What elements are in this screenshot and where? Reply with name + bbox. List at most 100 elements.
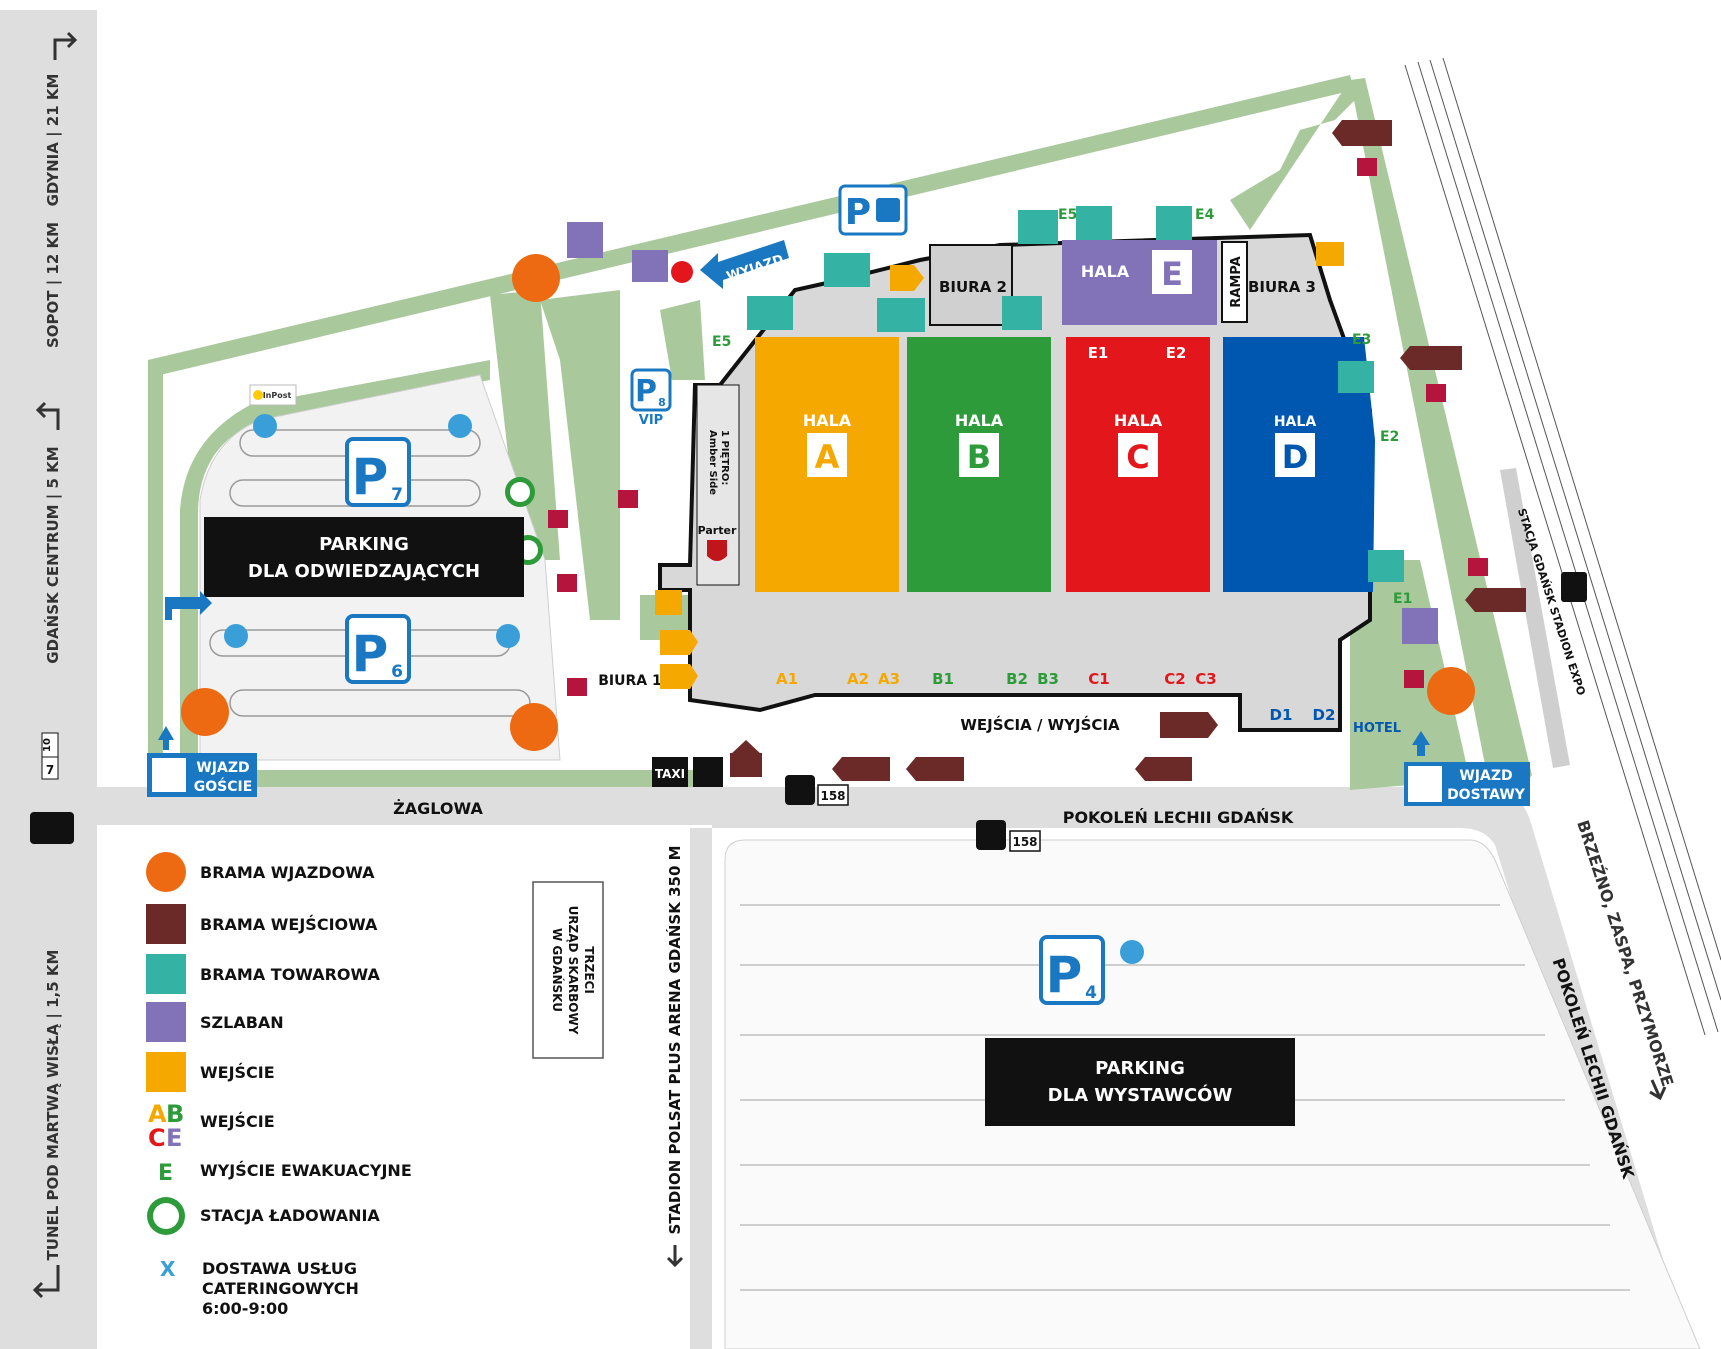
hotel-label: HOTEL [1353,721,1401,736]
entry-e1: E1 [1088,344,1109,362]
wejscia-label: WEJŚCIA / WYJŚCIA [960,715,1120,734]
p4-num: 4 [1085,983,1097,1003]
hall-labels: HALA A HALA B HALA C HALA D HALA E BIURA… [598,250,1316,689]
evac-exits: E1 E2 E3 E4 E5 E5 [712,207,1412,607]
hall-c-letter: C [1126,438,1149,476]
parking-wys-line2: DLA WYSTAWCÓW [1048,1084,1233,1106]
p8-sign [630,368,672,412]
hall-d-letter-box [1275,433,1315,477]
p-top-letter: P [845,192,871,233]
inpost-logo: InPost [249,384,297,406]
legend-stacja: STACJA ŁADOWANIA [200,1206,380,1225]
no-entry-icon [671,261,693,283]
legend-dostawa-1: DOSTAWA USŁUG [202,1259,357,1278]
legend-szlaban: SZLABAN [200,1013,284,1032]
ev-pin-icons [224,414,1144,964]
wjazd-goscie-2: GOŚCIE [194,777,253,795]
exit-e3: E3 [1352,332,1371,348]
entry-c3: C3 [1195,670,1216,688]
arrow-down-left-icon [32,1265,60,1299]
wyjazd-goscie-arrow [165,591,212,620]
road-gdynia: GDYNIA | 21 KM [44,74,63,207]
tram-10: 10 [42,738,53,752]
p8-num: 8 [658,396,666,409]
gdansk-crest-icon [707,540,727,561]
legend-dostawa-2: CATERINGOWYCH [202,1279,359,1298]
wyjazd-arrow [700,240,789,289]
black-labels: PARKING DLA ODWIEDZAJĄCYCH PARKING DLA W… [30,517,1587,1126]
legend-szlaban-swatch [146,1002,186,1042]
legend-brama-towarowa: BRAMA TOWAROWA [200,965,380,984]
entry-b2: B2 [1006,670,1028,688]
exit-e2: E2 [1380,429,1399,445]
legend-dostawa-3: 6:00-9:00 [202,1299,288,1318]
p6-letter: P [352,625,389,683]
rail-platform [1500,468,1570,768]
parking-wys-line1: PARKING [1095,1058,1185,1079]
left-road [0,10,97,1349]
biura-2-block [929,244,1013,326]
rampa-box [1221,241,1248,323]
parking-odw-line1: PARKING [319,534,409,555]
entry-a1: A1 [776,670,798,688]
bin-icon [693,757,723,787]
inner-green [490,290,560,560]
parking-signs: P 7 P 6 P 4 P 8 VIP P InPost [224,184,1144,1005]
inpost-label: InPost [263,391,292,400]
parking-wys-box [985,1038,1295,1126]
brama-towarowa-markers [747,206,1404,582]
amber-label: Amber Side [707,430,718,495]
tax-office: TRZECI URZĄD SKARBOWY W GDAŃSKU [532,881,604,1059]
stadion-road [690,828,712,1349]
west-green-strip [148,360,163,780]
legend-e-symbol: E [158,1161,173,1186]
szlaban-markers [567,222,1438,644]
road-gdansk-centrum: GDAŃSK CENTRUM | 5 KM [43,446,63,663]
taxi-box [652,757,688,787]
north-east-green [1230,80,1360,230]
biura-2-label: BIURA 2 [939,278,1007,296]
wjazd-dostawy-arrow [1412,731,1430,756]
hall-b-letter-box [959,433,999,477]
hall-e-letter-box [1152,250,1192,294]
entry-a2: A2 [847,670,869,688]
arrow-down-right-icon [1649,1079,1667,1101]
legend-brama-towarowa-swatch [146,954,186,994]
tram-7: 7 [46,763,54,777]
wjazd-goscie-car-icon [152,758,186,792]
wjazd-dostawy-truck-icon [1408,766,1442,802]
arrow-left-icon [35,401,60,430]
exit-e1: E1 [1393,591,1412,607]
south-strip [163,770,720,787]
bus-158-label-1: 158 [820,789,845,803]
train-station-icon [1561,572,1587,602]
wjazd-goscie-1: WJAZD [196,760,249,776]
legend-wejscie-swatch [146,1052,186,1092]
p6-num: 6 [391,662,403,682]
entry-e2: E2 [1166,344,1187,362]
hall-b-letter: B [967,438,991,476]
legend-abc-e: E [166,1124,182,1152]
p6-sign [345,614,411,684]
wjazd-dostawy-1: WJAZD [1459,768,1512,784]
legend-wyjscie-ewak: WYJŚCIE EWAKUACYJNE [200,1161,412,1180]
tax-office-line2: URZĄD SKARBOWY [566,906,580,1035]
hall-a-letter: A [815,438,840,476]
brama-wjazdowa-markers [181,254,1475,751]
truck-icon [876,198,900,222]
exit-e5-left: E5 [712,334,731,350]
exit-e5-top: E5 [1058,207,1077,223]
rampa-label: RAMPA [1229,256,1244,307]
wejscie-markers [655,242,1344,689]
parter-label: Parter [698,524,737,537]
p7-letter: P [352,448,389,506]
p4-sign [1039,935,1105,1005]
hall-a-word: HALA [803,411,852,430]
biura-1-label: BIURA 1 [598,673,661,689]
exit-e4: E4 [1195,207,1215,223]
mid-green [540,290,620,620]
hall-e [1062,240,1217,325]
tram-icon [30,812,74,844]
north-green-strip [148,75,1354,375]
bus-158-label-2: 158 [1012,835,1037,849]
